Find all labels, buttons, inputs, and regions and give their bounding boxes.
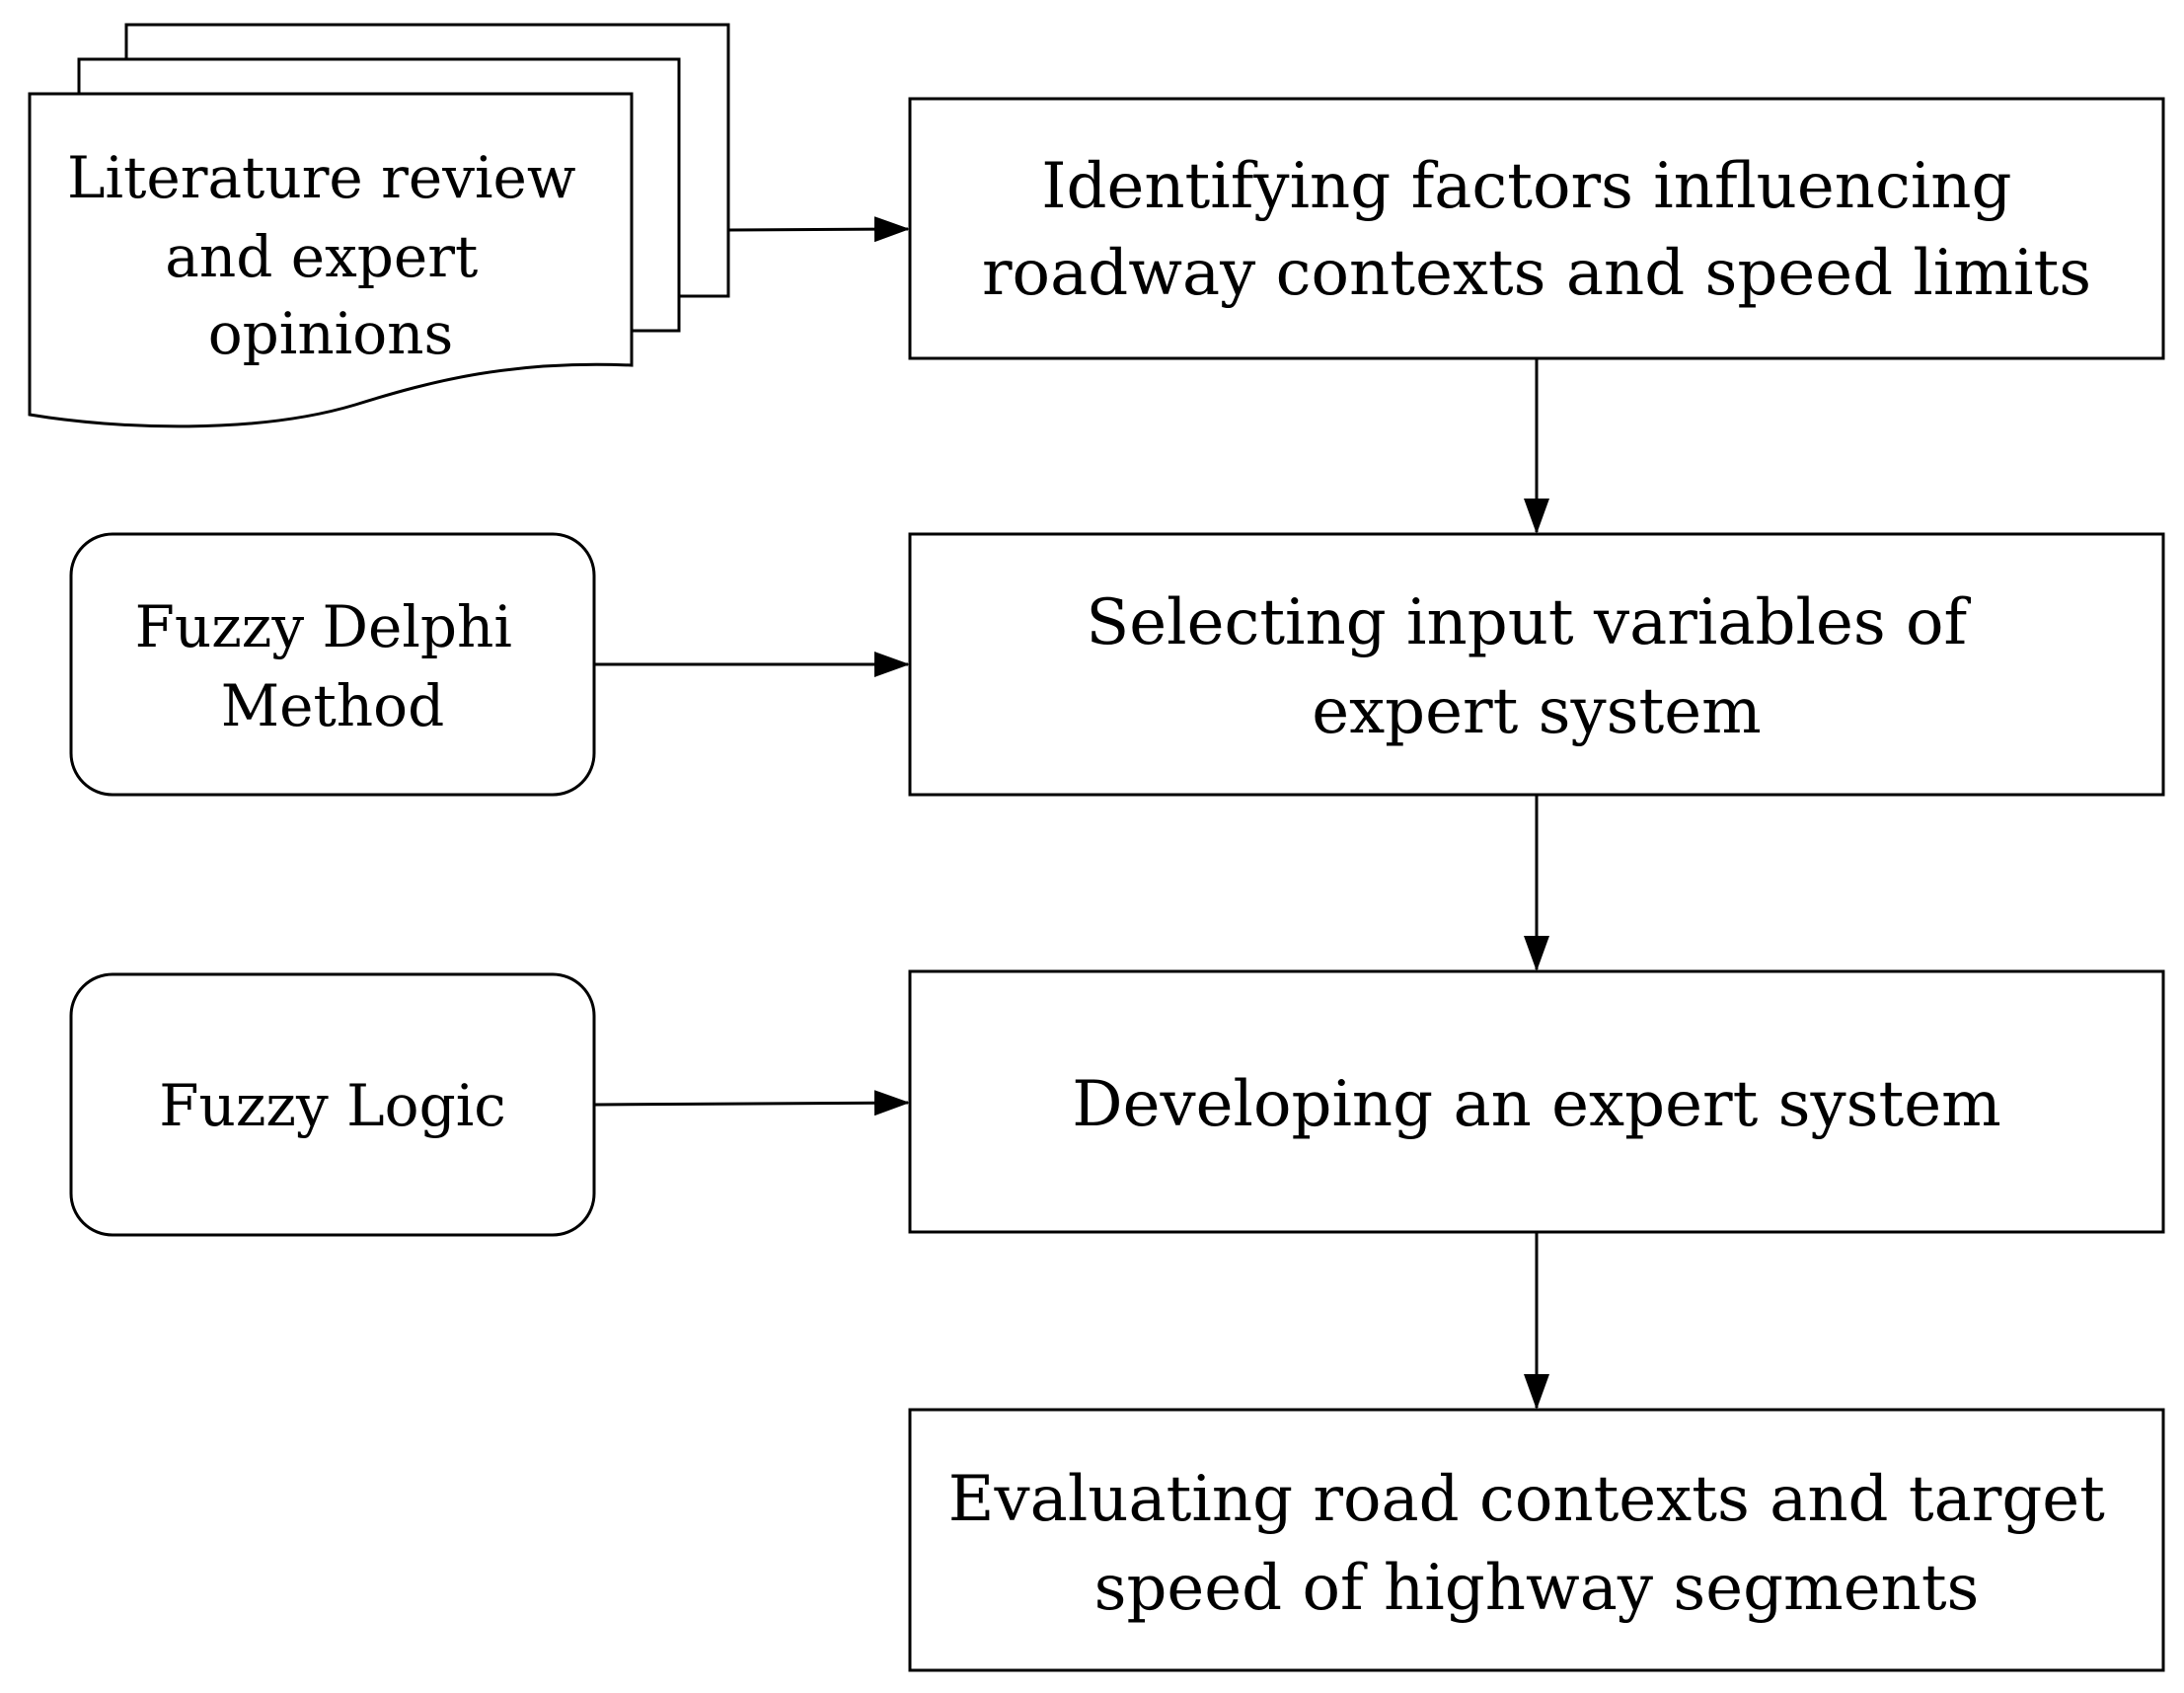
document-front-page [28, 92, 634, 428]
fuzzy-logic-node: Fuzzy Logic [69, 972, 596, 1237]
developing-expert-system-node: Developing an expert system [908, 969, 2165, 1234]
literature-review-label: Literature review and expert opinions [67, 144, 594, 367]
arrow-fuzzy-logic-to-developing [593, 1090, 910, 1116]
evaluating-road-contexts-node: Evaluating road contexts and target spee… [908, 1408, 2165, 1672]
developing-expert-system-label: Developing an expert system [1072, 1068, 2001, 1141]
literature-review-document-stack: Literature review and expert opinions [28, 23, 730, 428]
arrow-literature-to-identifying [727, 216, 910, 243]
identifying-factors-box [908, 97, 2165, 360]
fuzzy-delphi-box [69, 532, 596, 797]
developing-expert-system-box [908, 969, 2165, 1234]
selecting-input-variables-node: Selecting input variables of expert syst… [908, 532, 2165, 797]
identifying-factors-label: Identifying factors influencing roadway … [982, 150, 2091, 310]
selecting-input-variables-box [908, 532, 2165, 797]
evaluating-road-contexts-box [908, 1408, 2165, 1672]
identifying-factors-node: Identifying factors influencing roadway … [908, 97, 2165, 360]
fuzzy-logic-label: Fuzzy Logic [159, 1072, 506, 1139]
evaluating-road-contexts-label: Evaluating road contexts and target spee… [948, 1463, 2125, 1625]
fuzzy-delphi-label: Fuzzy Delphi Method [135, 593, 531, 739]
fuzzy-delphi-method-node: Fuzzy Delphi Method [69, 532, 596, 797]
selecting-input-variables-label: Selecting input variables of expert syst… [1086, 586, 1987, 748]
